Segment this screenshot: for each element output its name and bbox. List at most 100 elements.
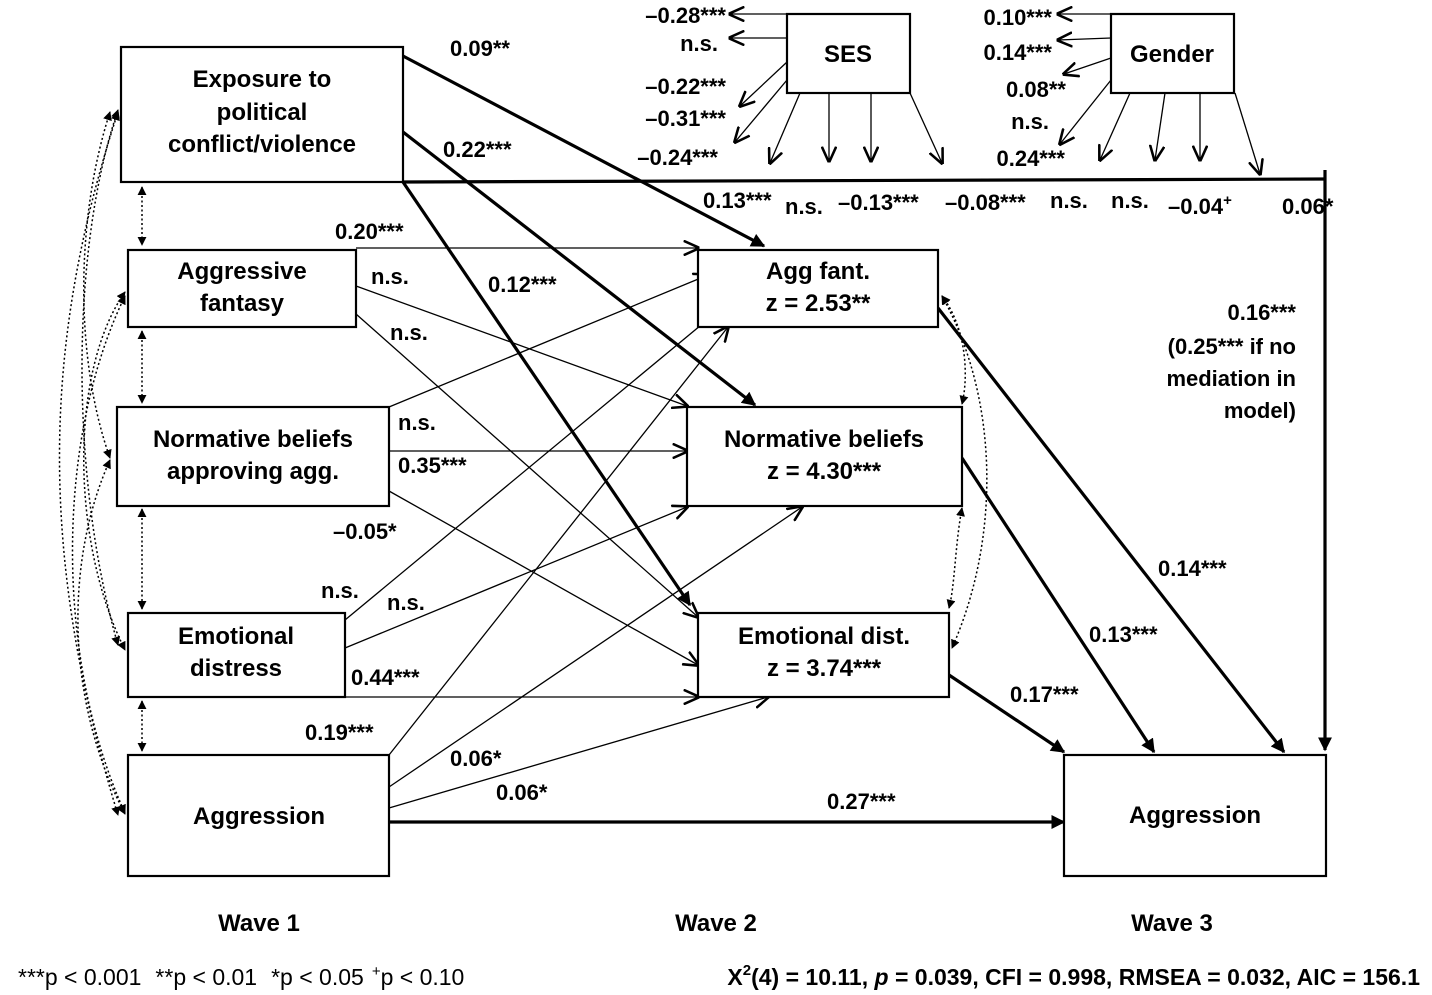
control-coef-1: n.s. — [785, 194, 823, 219]
coef-direct-line-1: 0.16*** — [1227, 300, 1296, 325]
wave-labels: Wave 1 Wave 2 Wave 3 — [218, 910, 1213, 937]
wave-2-label: Wave 2 — [675, 910, 757, 937]
node-w2-beliefs-line-2: z = 4.30*** — [767, 458, 882, 485]
coef-fantasy-to-beliefs: n.s. — [371, 264, 409, 289]
coef-aggression-to-distress: 0.06* — [496, 780, 548, 805]
coef-direct-line-3: mediation in — [1166, 366, 1296, 391]
node-w3-aggression-label: Aggression — [1129, 802, 1261, 829]
gender-coefficient-labels: 0.10*** 0.14*** 0.08** n.s. 0.24*** — [983, 5, 1066, 171]
gender-arrow-4 — [1060, 79, 1112, 144]
coef-beliefs-to-distress: –0.05* — [333, 519, 397, 544]
gender-coef-4: n.s. — [1011, 109, 1049, 134]
node-w2-fantasy-line-2: z = 2.53** — [766, 290, 871, 317]
node-ses: SES — [785, 12, 912, 95]
arrow-beliefs1-to-fantasy2 — [388, 275, 708, 408]
gender-coef-2: 0.14*** — [983, 40, 1052, 65]
control-coef-6-plus: + — [1223, 192, 1232, 209]
node-w2-beliefs: Normative beliefs z = 4.30*** — [685, 405, 964, 508]
corr-exposure-aggression — [58, 111, 120, 816]
corr-w2-fantasy-distress — [941, 295, 988, 649]
gender-coef-1: 0.10*** — [983, 5, 1052, 30]
ses-coefficient-labels: –0.28*** n.s. –0.22*** –0.31*** –0.24*** — [637, 3, 726, 170]
ses-coef-3: –0.22*** — [645, 74, 726, 99]
ses-arrow-4 — [735, 79, 788, 142]
node-w2-beliefs-line-1: Normative beliefs — [724, 426, 924, 453]
node-w1-distress: Emotional distress — [126, 611, 347, 699]
arrow-exposure-direct-line — [402, 177, 1326, 184]
ses-arrow-5 — [770, 92, 801, 163]
footnote-plus: + — [372, 963, 381, 980]
ses-control-arrows — [730, 14, 942, 163]
node-w1-beliefs-line-2: approving agg. — [167, 458, 339, 485]
footnote-p-italic: p — [874, 964, 889, 990]
node-exposure: Exposure to political conflict/violence — [119, 45, 405, 184]
footnote-p05: *p < 0.05 — [271, 964, 364, 990]
gender-coef-3: 0.08** — [1006, 77, 1066, 102]
coef-beliefs-to-beliefs: 0.35*** — [398, 453, 467, 478]
footnote-chi-superscript: 2 — [743, 962, 751, 979]
arrow-exposure-to-fantasy-w2 — [402, 54, 766, 248]
arrow-beliefs1-to-distress2 — [388, 490, 698, 665]
corr-exposure-distress — [81, 109, 121, 646]
coef-fantasy-to-fantasy: 0.20*** — [335, 219, 404, 244]
node-w2-fantasy-line-1: Agg fant. — [766, 258, 870, 285]
arrow-fantasy1-to-beliefs2 — [355, 285, 687, 406]
control-coef-6-value: –0.04 — [1168, 194, 1224, 219]
control-coef-6: –0.04+ — [1168, 192, 1232, 219]
node-gender: Gender — [1109, 12, 1236, 95]
control-coef-4: n.s. — [1050, 188, 1088, 213]
node-w1-distress-line-1: Emotional — [178, 623, 294, 650]
node-w1-aggression-label: Aggression — [193, 803, 325, 830]
gender-coef-5: 0.24*** — [996, 146, 1065, 171]
path-arrows — [344, 54, 1332, 829]
node-w2-fantasy: Agg fant. z = 2.53** — [696, 248, 940, 329]
coef-beliefs2-to-aggression3: 0.13*** — [1089, 622, 1158, 647]
node-exposure-line-3: conflict/violence — [168, 131, 356, 158]
coef-distress-to-fantasy: n.s. — [321, 578, 359, 603]
corr-w2-fantasy-beliefs — [941, 295, 969, 405]
arrow-aggression1-to-distress2 — [388, 697, 768, 809]
coef-fantasy-to-distress: n.s. — [390, 320, 428, 345]
coef-direct-line-4: model) — [1224, 398, 1296, 423]
footnote-p001: ***p < 0.001 — [18, 964, 141, 990]
gender-arrow-2 — [1058, 38, 1112, 40]
coef-distress-to-distress: 0.44*** — [351, 665, 420, 690]
footnote-fit-indices: X2(4) = 10.11, p = 0.039, CFI = 0.998, R… — [727, 962, 1420, 990]
coef-exposure-to-distress: 0.12*** — [488, 272, 557, 297]
wave-1-label: Wave 1 — [218, 910, 300, 937]
node-w3-aggression: Aggression — [1062, 753, 1328, 878]
ses-arrow-3 — [740, 61, 788, 106]
gender-arrow-8 — [1234, 92, 1260, 174]
node-w1-fantasy-line-2: fantasy — [200, 290, 285, 317]
coef-aggression-to-fantasy: 0.19*** — [305, 720, 374, 745]
arrow-distress1-to-fantasy2 — [344, 311, 718, 621]
ses-coef-2: n.s. — [680, 31, 718, 56]
node-w1-distress-line-2: distress — [190, 655, 282, 682]
arrow-fantasy1-to-distress2 — [355, 313, 698, 617]
coef-exposure-to-fantasy: 0.09** — [450, 36, 510, 61]
coef-exposure-to-beliefs: 0.22*** — [443, 137, 512, 162]
arrow-distress2-to-aggression3 — [948, 673, 1066, 754]
coef-fantasy2-to-aggression3: 0.14*** — [1158, 556, 1227, 581]
footnote-chi-symbol: X — [727, 964, 743, 990]
gender-arrow-6 — [1155, 92, 1166, 160]
node-w1-fantasy-line-1: Aggressive — [177, 258, 306, 285]
control-coef-3: –0.08*** — [945, 190, 1026, 215]
node-gender-label: Gender — [1130, 41, 1214, 68]
arrow-fantasy2-to-aggression3 — [936, 307, 1286, 754]
gender-arrow-3 — [1064, 57, 1112, 74]
wave-3-label: Wave 3 — [1131, 910, 1213, 937]
arrow-distress1-to-beliefs2 — [344, 507, 687, 649]
node-w1-beliefs-line-1: Normative beliefs — [153, 426, 353, 453]
correlation-arrows — [58, 109, 988, 816]
arrow-aggression1-to-fantasy2 — [388, 327, 728, 756]
coef-exposure-direct: 0.13*** — [703, 188, 772, 213]
node-exposure-line-2: political — [217, 99, 308, 126]
corr-beliefs-aggression — [77, 459, 126, 815]
node-w2-distress: Emotional dist. z = 3.74*** — [696, 611, 951, 699]
control-coef-7: 0.06* — [1282, 194, 1334, 219]
footnote-p01: **p < 0.01 — [155, 964, 257, 990]
node-w1-beliefs: Normative beliefs approving agg. — [115, 405, 391, 508]
node-w2-distress-line-1: Emotional dist. — [738, 623, 910, 650]
